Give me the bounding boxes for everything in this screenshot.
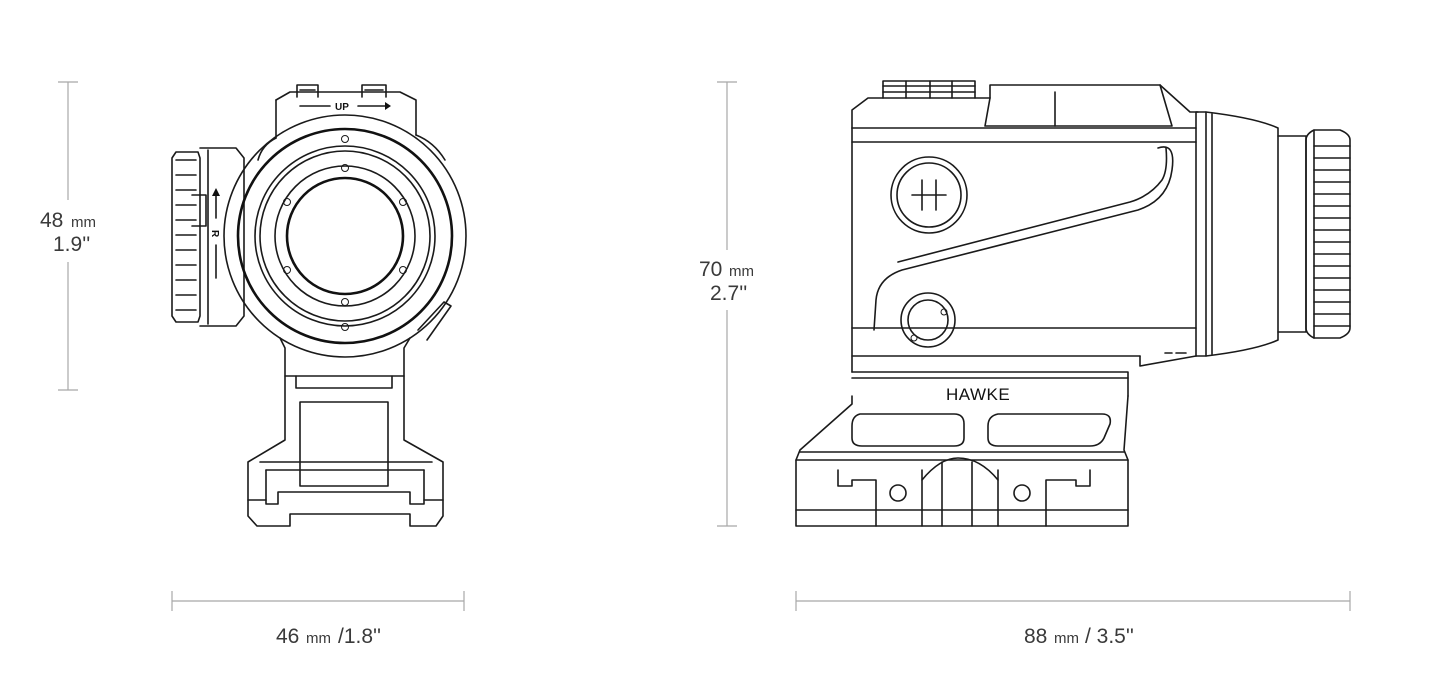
front-width-mm-value: 46 (276, 625, 299, 648)
side-height-mm-unit: mm (729, 263, 754, 280)
side-view: HAWKE (795, 80, 1351, 527)
side-height-inch-value: 2.7'' (710, 282, 747, 305)
side-elevation-turret (882, 80, 976, 99)
front-mount (247, 337, 444, 527)
windage-turret: R (171, 147, 245, 327)
front-width-dimension: 46 mm /1.8'' (171, 591, 465, 648)
side-length-mm-unit: mm (1054, 630, 1079, 647)
hawke-logo-disc (890, 156, 968, 234)
front-width-mm-unit: mm (306, 630, 331, 647)
brand-logo: HAWKE (946, 385, 1010, 404)
windage-label: R (209, 230, 220, 238)
side-height-mm-value: 70 (699, 258, 722, 281)
side-lens-housing (1195, 111, 1307, 357)
side-length-mm-value: 88 (1024, 625, 1047, 648)
illumination-knob (900, 292, 956, 348)
side-height-dimension: 70 mm 2.7'' (699, 81, 754, 527)
elevation-label: UP (335, 102, 349, 113)
front-width-inch-value: /1.8'' (338, 625, 381, 648)
side-length-dimension: 88 mm / 3.5'' (795, 591, 1351, 648)
side-length-inch-value: / 3.5'' (1085, 625, 1134, 648)
front-view: UP R (171, 84, 467, 527)
front-height-mm-value: 48 (40, 209, 63, 232)
side-mount: HAWKE (795, 371, 1129, 527)
front-height-inch-value: 1.9'' (53, 233, 90, 256)
front-lens-assembly (223, 114, 467, 358)
elevation-turret: UP (275, 84, 417, 139)
front-height-dimension: 48 mm 1.9'' (40, 81, 96, 391)
front-height-mm-unit: mm (71, 214, 96, 231)
front-focus-ring (1305, 129, 1351, 339)
